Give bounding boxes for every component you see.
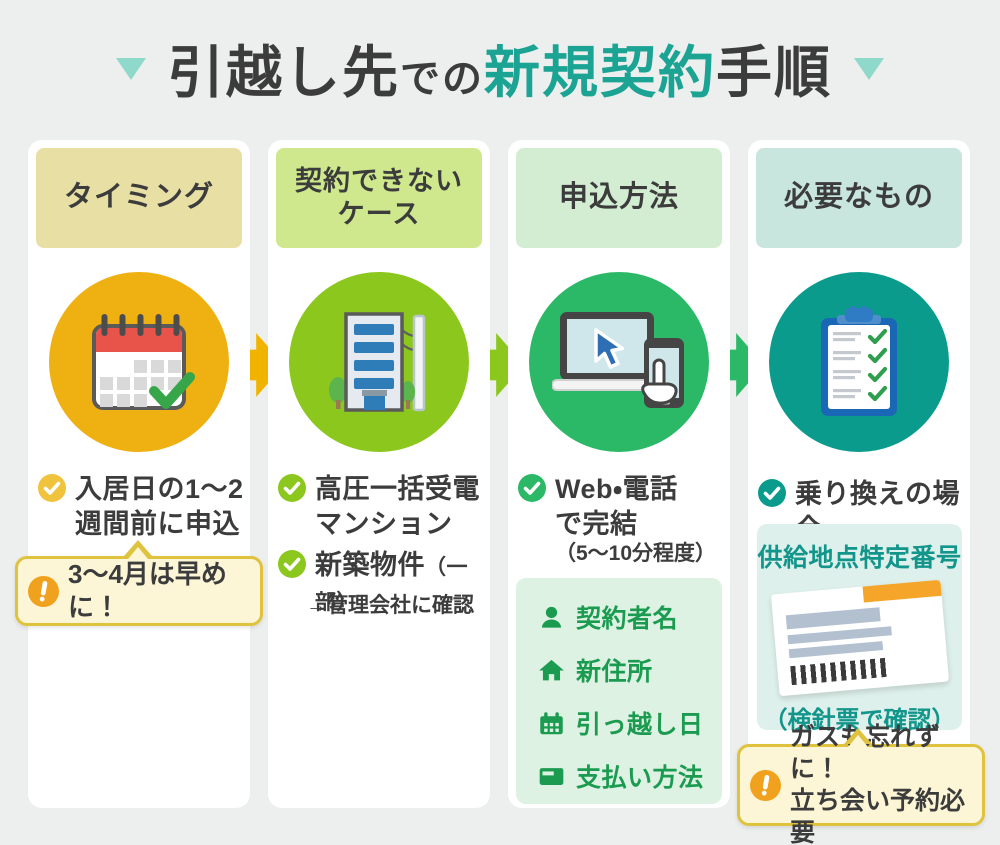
point-subline: （5〜10分程度） xyxy=(555,542,717,566)
ng-case-point-2: 新築物件（一部） xyxy=(278,548,486,617)
column-needed-items: 必要なもの xyxy=(737,140,985,845)
barcode xyxy=(789,657,889,686)
form-item-payment: 支払い方法 xyxy=(538,758,722,794)
building-icon xyxy=(329,312,426,412)
check-icon xyxy=(278,474,306,502)
application-form-box: 契約者名 新住所 引っ越し日 支払い方法 xyxy=(516,578,722,804)
form-item-label: 引っ越し日 xyxy=(576,711,704,739)
title-part-3: 新規契約 xyxy=(484,41,716,104)
person-icon xyxy=(541,606,562,628)
house-icon xyxy=(539,659,564,680)
laptop-phone-icon xyxy=(552,312,684,408)
apply-method-point: Web・電話 で完結 （5〜10分程度） xyxy=(518,472,726,568)
timing-circle xyxy=(49,272,229,452)
point-line: 入居日の1〜2 xyxy=(75,474,244,504)
apply-method-circle xyxy=(529,272,709,452)
timing-point-text: 入居日の1〜2 週間前に申込 xyxy=(75,472,244,541)
warning-line: ガスも忘れずに！ xyxy=(790,723,941,783)
column-timing-header: タイミング xyxy=(36,148,242,248)
card-text-line xyxy=(785,607,881,630)
needed-items-circle xyxy=(769,272,949,452)
card-text-line xyxy=(788,641,883,659)
title-part-1: 引越し先 xyxy=(168,41,400,104)
exclamation-icon xyxy=(750,769,781,801)
point-line: 新築物件 xyxy=(315,550,425,580)
point-line: 週間前に申込 xyxy=(75,508,240,539)
column-timing: タイミング 入居日の1〜2 xyxy=(15,140,263,808)
supply-point-box: 供給地点特定番号 （検針票で確認） xyxy=(757,524,962,734)
form-item-name: 契約者名 xyxy=(538,599,722,635)
timing-warning-note: 3〜4月は早めに！ xyxy=(15,540,263,626)
calendar-small-icon xyxy=(540,711,563,734)
ng-case-2-note: →管理会社に確認 xyxy=(306,594,474,617)
point-line: で完結 xyxy=(555,508,638,539)
column-apply-method: 申込方法 Web・電話 で完結 （5〜10分程度） xyxy=(508,140,730,808)
ng-case-2-text: 新築物件（一部） xyxy=(315,548,486,617)
form-item-label: 支払い方法 xyxy=(576,764,704,792)
column-ng-cases-header: 契約できない ケース xyxy=(276,148,482,248)
form-item-moving-date: 引っ越し日 xyxy=(538,705,722,741)
check-icon xyxy=(38,474,66,502)
column-needed-items-header: 必要なもの xyxy=(756,148,962,248)
check-icon xyxy=(518,474,546,502)
header-label: ケース xyxy=(337,199,421,229)
check-icon xyxy=(758,479,786,507)
title-part-4: 手順 xyxy=(716,41,832,104)
point-line: 高圧一括受電 xyxy=(315,474,480,504)
ng-case-point-1: 高圧一括受電 マンション xyxy=(278,472,486,541)
point-line: マンション xyxy=(315,508,453,539)
apply-method-text: Web・電話 で完結 （5〜10分程度） xyxy=(555,472,716,568)
header-label: 契約できない xyxy=(295,166,463,197)
triangle-left-icon xyxy=(116,57,146,80)
form-item-address: 新住所 xyxy=(538,652,722,688)
gas-warning-text: ガスも忘れずに！ 立ち会い予約必要 xyxy=(790,721,974,845)
meter-slip-card xyxy=(770,579,949,697)
column-ng-cases: 契約できない ケース 高圧 xyxy=(268,140,490,808)
title-part-2: での xyxy=(400,57,484,101)
calendar-icon xyxy=(92,314,195,410)
title-text: 引越し先での新規契約手順 xyxy=(168,28,832,109)
column-apply-method-header: 申込方法 xyxy=(516,148,722,248)
page-title: 引越し先での新規契約手順 xyxy=(0,28,1000,109)
ng-cases-circle xyxy=(289,272,469,452)
warning-line: 立ち会い予約必要 xyxy=(790,787,966,845)
form-item-label: 新住所 xyxy=(576,658,653,686)
triangle-right-icon xyxy=(854,57,884,80)
header-label: 申込方法 xyxy=(558,181,679,214)
gas-warning-note: ガスも忘れずに！ 立ち会い予約必要 xyxy=(737,723,985,845)
point-paren: （一部） xyxy=(315,556,468,614)
clipboard-icon xyxy=(821,306,897,416)
ng-case-1-text: 高圧一括受電 マンション xyxy=(315,472,480,541)
card-orange-bar xyxy=(862,579,942,603)
timing-point: 入居日の1〜2 週間前に申込 xyxy=(38,472,246,541)
warning-line: 3〜4月は早めに！ xyxy=(68,558,227,622)
credit-card-icon xyxy=(539,767,564,785)
header-label: 必要なもの xyxy=(783,181,934,214)
timing-warning-text: 3〜4月は早めに！ xyxy=(68,558,252,625)
check-icon xyxy=(278,550,306,578)
header-label: タイミング xyxy=(63,181,214,214)
form-item-label: 契約者名 xyxy=(576,605,679,633)
point-line: Web・電話 xyxy=(555,474,678,504)
exclamation-icon xyxy=(28,575,59,607)
supply-point-title: 供給地点特定番号 xyxy=(757,544,962,572)
